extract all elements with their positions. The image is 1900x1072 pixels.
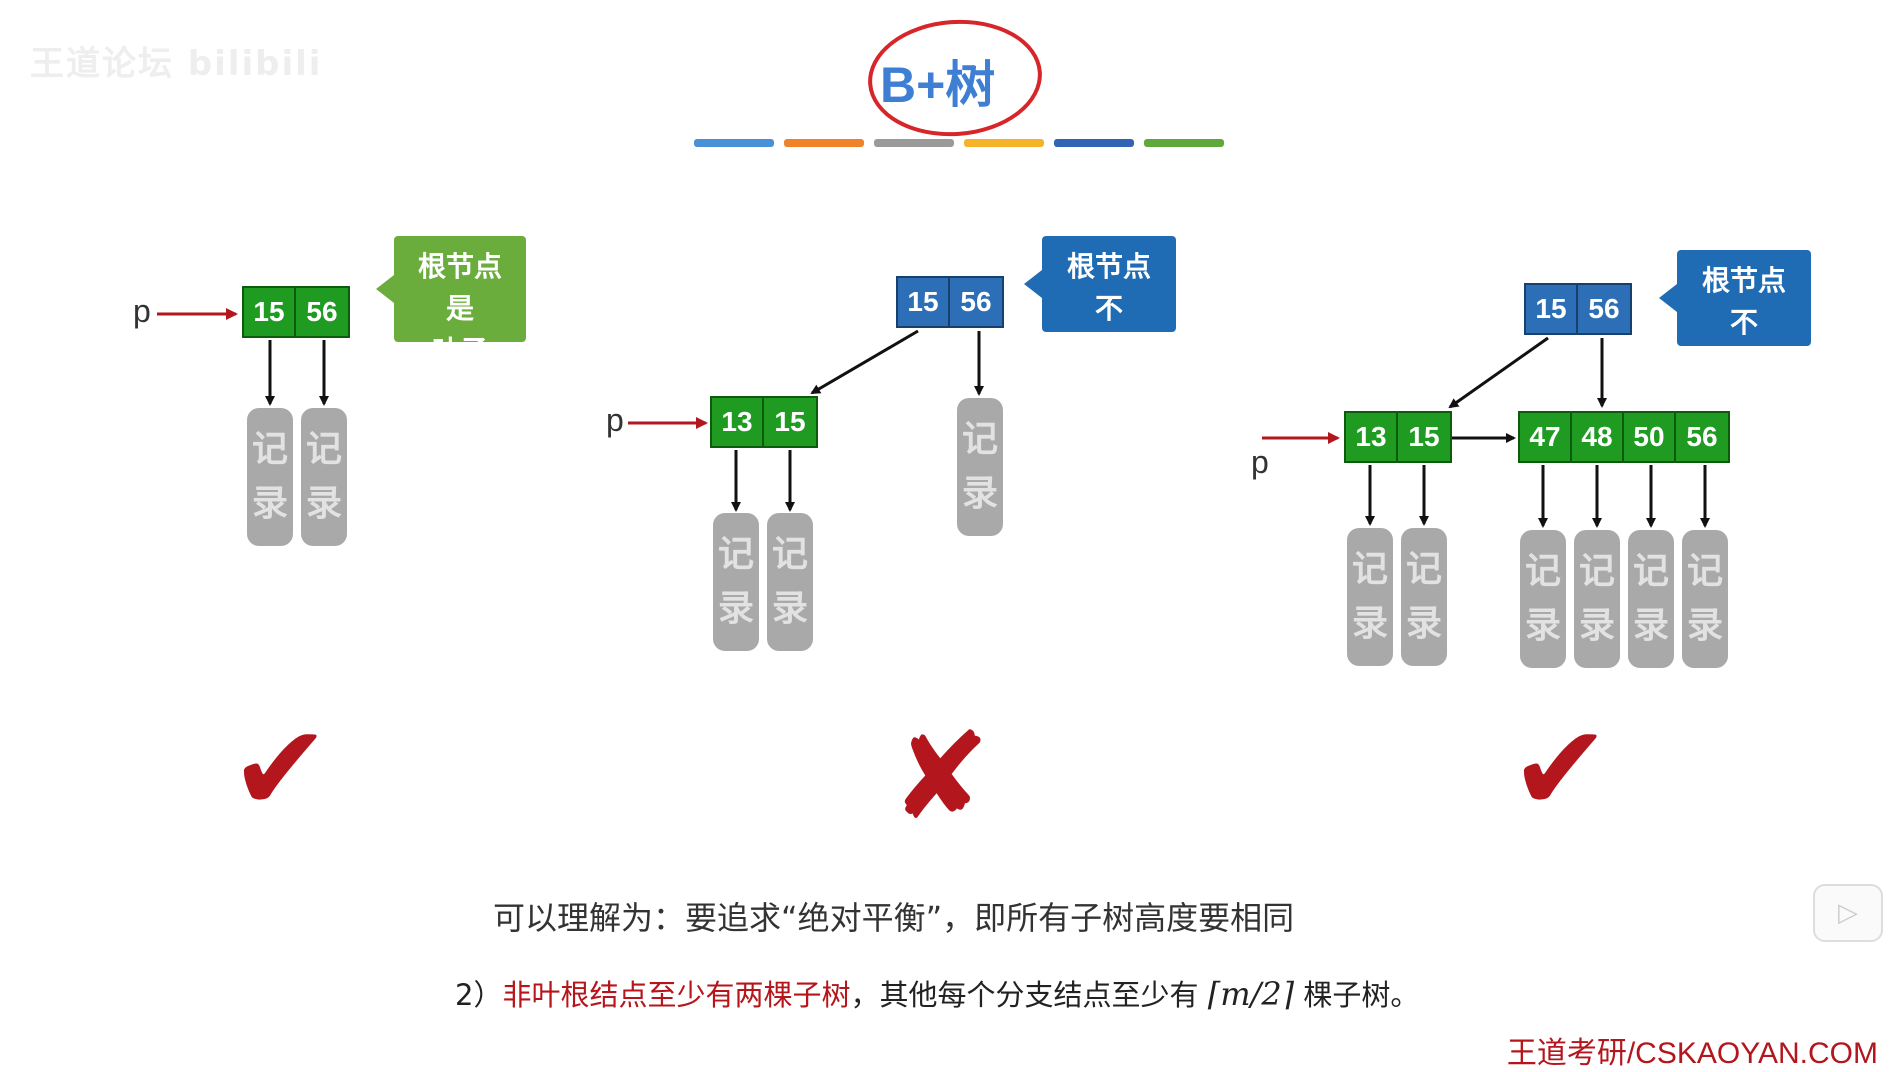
caption-math: ⌈m/2⌉ xyxy=(1207,975,1295,1013)
node-key: 47 xyxy=(1520,413,1572,461)
root-node: 15 56 xyxy=(1524,283,1632,335)
check-mark-icon: ✔ xyxy=(1510,700,1611,839)
node-key: 15 xyxy=(774,406,806,437)
caption-middle: ，其他每个分支结点至少有 xyxy=(850,978,1208,1012)
caption-rule: 2）非叶根结点至少有两棵子树，其他每个分支结点至少有 ⌈m/2⌉ 棵子树。 xyxy=(455,972,1419,1014)
callout-line: 根节点不 xyxy=(1701,264,1786,339)
leaf-node: 13 15 xyxy=(710,396,818,448)
play-icon: ▷ xyxy=(1838,898,1858,928)
record-block: 记录 xyxy=(1520,530,1566,668)
callout-line: 根节点不 xyxy=(1066,250,1151,325)
callout-root-not-leaf: 根节点不 是叶子 xyxy=(1659,250,1811,381)
root-node: 15 56 xyxy=(896,276,1004,328)
record-block: 记录 xyxy=(1628,530,1674,668)
leaf-node-1: 13 15 xyxy=(1344,411,1452,463)
color-bar-6 xyxy=(1144,139,1224,147)
pointer-label-p: p xyxy=(606,402,624,438)
callout-line: 是叶子 xyxy=(1066,334,1151,367)
node-key: 48 xyxy=(1572,413,1624,461)
record-label: 记录 xyxy=(1405,549,1442,644)
record-block: 记录 xyxy=(767,513,813,651)
node-key: 15 xyxy=(898,278,950,326)
record-block: 记录 xyxy=(713,513,759,651)
play-button[interactable]: ▷ xyxy=(1813,884,1883,942)
pointer-label-p: p xyxy=(133,293,151,329)
record-block: 记录 xyxy=(247,408,293,546)
leaf-node-2: 47 48 50 56 xyxy=(1518,411,1730,463)
node-key: 15 xyxy=(1408,421,1440,452)
node-key: 13 xyxy=(712,398,764,446)
color-bar-1 xyxy=(694,139,774,147)
color-bar-2 xyxy=(784,139,864,147)
node-key: 56 xyxy=(1588,293,1620,324)
node-key: 56 xyxy=(306,296,338,327)
caption-suffix: 棵子树。 xyxy=(1294,978,1420,1012)
check-mark-icon: ✔ xyxy=(230,700,331,839)
node-key: 56 xyxy=(960,286,992,317)
record-label: 记录 xyxy=(717,534,754,629)
caption-balance: 可以理解为：要追求“绝对平衡”，即所有子树高度要相同 xyxy=(493,899,1295,937)
record-block: 记录 xyxy=(1574,530,1620,668)
record-block: 记录 xyxy=(957,398,1003,536)
root-leaf-node: 15 56 xyxy=(242,286,350,338)
record-block: 记录 xyxy=(1401,528,1447,666)
pointer-label-p: p xyxy=(1251,444,1269,480)
slide-title: B+树 xyxy=(880,57,996,113)
record-label: 记录 xyxy=(305,429,342,524)
record-label: 记录 xyxy=(1524,551,1561,646)
record-block: 记录 xyxy=(1347,528,1393,666)
node-key: 15 xyxy=(244,288,296,336)
record-label: 记录 xyxy=(771,534,808,629)
node-key: 15 xyxy=(1526,285,1578,333)
node-key: 13 xyxy=(1346,413,1398,461)
cross-mark-icon: ✘ xyxy=(890,708,991,847)
watermark: 王道论坛 bilibili xyxy=(30,44,323,84)
record-block: 记录 xyxy=(301,408,347,546)
arrow-d2-root-leaf xyxy=(810,329,919,395)
footer-brand: 王道考研/CSKAOYAN.COM xyxy=(1506,1037,1878,1070)
record-label: 记录 xyxy=(1686,551,1723,646)
color-bar-5 xyxy=(1054,139,1134,147)
callout-line: 是叶子 xyxy=(1701,348,1786,381)
record-label: 记录 xyxy=(251,429,288,524)
record-label: 记录 xyxy=(1632,551,1669,646)
node-key: 56 xyxy=(1686,421,1718,452)
record-label: 记录 xyxy=(961,419,998,514)
color-bar-4 xyxy=(964,139,1044,147)
callout-line: 叶子 xyxy=(431,334,488,367)
record-block: 记录 xyxy=(1682,530,1728,668)
record-label: 记录 xyxy=(1351,549,1388,644)
arrow-d3-root-leaf1 xyxy=(1448,336,1549,409)
caption-prefix: 2） xyxy=(455,978,503,1012)
node-key: 50 xyxy=(1624,413,1676,461)
record-label: 记录 xyxy=(1578,551,1615,646)
callout-root-is-leaf: 根节点是 叶子 xyxy=(376,236,526,367)
callout-line: 根节点是 xyxy=(417,250,502,325)
callout-root-not-leaf: 根节点不 是叶子 xyxy=(1024,236,1176,367)
caption-highlight: 非叶根结点至少有两棵子树 xyxy=(502,978,851,1012)
color-bar-3 xyxy=(874,139,954,147)
